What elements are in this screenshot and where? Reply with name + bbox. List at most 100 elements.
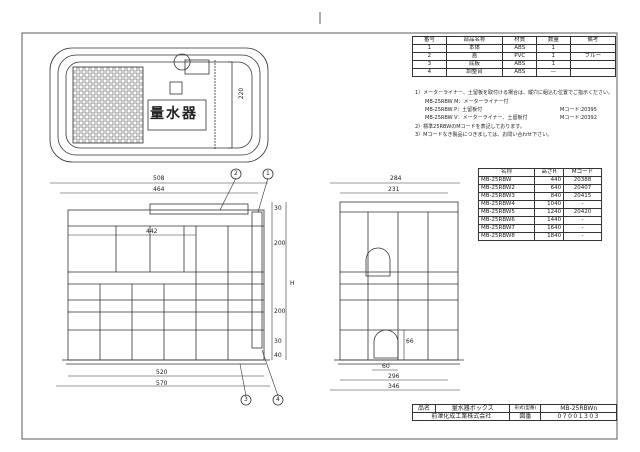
note-1-row-mcode: Mコード:20392 (560, 115, 597, 121)
table-cell: 440 (534, 176, 565, 185)
note-3: 3）Mコードなき製品につきましては、お問い合わせ下さい。 (415, 132, 553, 138)
table-cell: MB-25RBW (477, 176, 536, 185)
dim-346: 346 (388, 383, 400, 390)
dim-442: 442 (146, 228, 158, 235)
table-cell: ブルー (569, 52, 617, 61)
table-cell: 2 (412, 52, 447, 61)
table-cell (569, 44, 617, 53)
parts-header-cell: 番号 (412, 36, 447, 45)
parts-header-cell: 材質 (502, 36, 538, 45)
dim-30: 30 (274, 205, 282, 212)
table-cell: 1 (536, 44, 571, 53)
dim-200b: 200 (274, 308, 286, 315)
title-block-row: 前澤化成工業株式会社 図番 07001303 (411, 412, 617, 421)
table-cell: 底板 (445, 60, 504, 69)
title-name-value: 量水器ボックス (434, 404, 511, 413)
balloon-1-circle (262, 168, 274, 180)
dim-520: 520 (156, 369, 168, 376)
table-row: 1 本体 ABS 1 (412, 44, 617, 53)
dimension-lines (50, 182, 460, 391)
balloon-4-circle (272, 394, 284, 406)
table-cell: 蓋 (445, 52, 504, 61)
front-view (62, 203, 270, 365)
model-header-cell: 高さH (534, 168, 565, 177)
parts-table-header: 番号 部品名称 材質 数量 備考 (412, 36, 617, 45)
table-cell: MB-25RBW7 (477, 224, 536, 233)
title-model-value: MB-25RBWn (540, 404, 617, 413)
table-cell: PVC (502, 52, 538, 61)
table-cell: MB-25RBW3 (477, 192, 536, 201)
table-cell (569, 60, 617, 69)
table-cell: 20388 (563, 176, 602, 185)
dim-h: H (290, 280, 295, 287)
table-cell: MB-25RBW5 (477, 208, 536, 217)
dim-464: 464 (153, 186, 165, 193)
table-row: 2 蓋 PVC 1 ブルー (412, 52, 617, 61)
title-block: 品名 量水器ボックス 形式(型番) MB-25RBWn 前澤化成工業株式会社 図… (411, 404, 617, 421)
dim-66: 66 (406, 338, 414, 345)
parts-header-cell: 数量 (536, 36, 571, 45)
table-cell: 20420 (563, 208, 602, 217)
dim-40: 40 (274, 352, 282, 359)
balloon-2-circle (230, 168, 242, 180)
title-block-row: 品名 量水器ボックス 形式(型番) MB-25RBWn (412, 404, 617, 413)
sheet-border (21, 32, 618, 440)
table-cell: - (563, 232, 602, 241)
table-cell: MB-25RBW4 (477, 200, 536, 209)
dim-296: 296 (388, 373, 400, 380)
title-name-label: 品名 (412, 404, 436, 413)
table-cell: - (563, 216, 602, 225)
table-cell: 1440 (534, 216, 565, 225)
table-cell: 1640 (534, 224, 565, 233)
table-cell: — (536, 68, 571, 77)
dim-200a: 200 (274, 240, 286, 247)
title-no-label: 図番 (509, 412, 542, 421)
table-cell: 1040 (534, 200, 565, 209)
parts-table: 番号 部品名称 材質 数量 備考 1 本体 ABS 1 2 蓋 PVC 1 ブル… (412, 36, 617, 77)
balloon-3: 3 (244, 396, 248, 403)
note-1-row-code: MB-25RBW P：土留板付 (425, 107, 483, 113)
table-cell: 1240 (534, 208, 565, 217)
table-cell: 1 (412, 44, 447, 53)
table-cell: ABS (502, 44, 538, 53)
note-1: 1）メーターライナー、土留板を取付ける場合は、縦穴に組込む位置でご指示ください。 (415, 90, 614, 96)
parts-header-cell: 部品名称 (445, 36, 504, 45)
top-view (49, 47, 269, 163)
note-1-row-mcode: Mコード:20395 (560, 107, 597, 113)
balloon-1: 1 (266, 170, 270, 177)
note-2: 2）標準25RBWのMコードを表記しております。 (415, 124, 525, 130)
dim-508: 508 (153, 175, 165, 182)
note-1-row-code: MB-25RBW V：メーターライナー、土留板付 (425, 115, 528, 121)
table-cell: 本体 (445, 44, 504, 53)
dim-231: 231 (388, 186, 400, 193)
table-cell: 1 (536, 60, 571, 69)
table-cell (569, 68, 617, 77)
note-1-row-code: MB-25RBW M：メーターライナー付 (425, 99, 509, 105)
table-cell: 840 (534, 192, 565, 201)
table-cell: - (563, 200, 602, 209)
table-row: 3 底板 ABS 1 (412, 60, 617, 69)
table-cell: 20407 (563, 184, 602, 193)
title-company: 前澤化成工業株式会社 (411, 412, 511, 421)
table-cell: 640 (534, 184, 565, 193)
table-cell: 4 (412, 68, 447, 77)
balloon-4: 4 (276, 396, 280, 403)
model-table-header: 名称 高さH Mコード (477, 168, 602, 177)
model-header-cell: 名称 (477, 168, 536, 177)
table-cell: - (563, 224, 602, 233)
side-view (334, 201, 464, 365)
lid-text: 量水器 (150, 106, 198, 122)
balloon-2: 2 (234, 170, 238, 177)
table-cell: 1840 (534, 232, 565, 241)
table-cell: MB-25RBW8 (477, 232, 536, 241)
parts-header-cell: 備考 (569, 36, 617, 45)
table-cell: MB-25RBW6 (477, 216, 536, 225)
table-cell: 1 (536, 52, 571, 61)
balloon-3-circle (240, 394, 252, 406)
